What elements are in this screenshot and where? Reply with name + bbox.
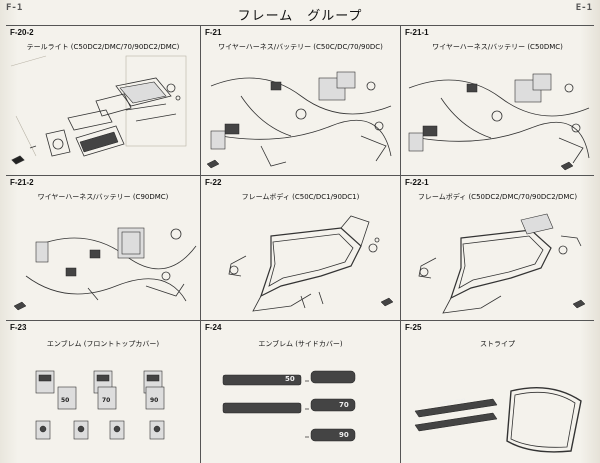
cell-f21: F-21 ワイヤーハーネス/バッテリー (C50C/DC/70/90DC) xyxy=(201,26,400,175)
emblem-drawing xyxy=(35,370,165,440)
emblem-label-50: 50 xyxy=(61,397,70,404)
cell-title: エンブレム (サイドカバー) xyxy=(258,340,343,348)
cell-f22: F-22 フレームボディ (C50C/DC1/90DC1) xyxy=(201,176,400,320)
cell-f21-2: F-21-2 ワイヤーハーネス/バッテリー (C90DMC) xyxy=(6,176,200,320)
side-emblem-label-50: 50 xyxy=(285,375,295,383)
wire-harness-drawing xyxy=(13,227,197,311)
grid-line-row1 xyxy=(6,175,594,176)
cell-code: F-21-2 xyxy=(10,178,34,187)
cell-code: F-22-1 xyxy=(405,178,429,187)
cell-code: F-22 xyxy=(205,178,222,187)
cell-code: F-25 xyxy=(405,323,422,332)
side-emblem-label-70: 70 xyxy=(339,401,349,409)
emblem-label-70: 70 xyxy=(102,397,111,404)
cell-f22-1: F-22-1 フレームボディ (C50DC2/DMC/70/90DC2/DMC) xyxy=(401,176,594,320)
cell-code: F-20-2 xyxy=(10,28,34,37)
cell-f25: F-25 ストライプ SUPER CUB xyxy=(401,321,594,463)
side-emblem-label-90: 90 xyxy=(339,431,349,439)
wire-harness-drawing xyxy=(206,71,392,169)
corner-tag-left: F-1 xyxy=(6,3,23,13)
page-title: フレーム グループ xyxy=(237,9,363,24)
grid-line-row2 xyxy=(6,320,594,321)
cell-title: フレームボディ (C50C/DC1/90DC1) xyxy=(241,193,360,201)
cell-f23: F-23 エンブレム (フロントトップカバー) 50 70 90 xyxy=(6,321,200,463)
emblem-drawing xyxy=(222,370,356,442)
cell-code: F-24 xyxy=(205,323,222,332)
cell-title: フレームボディ (C50DC2/DMC/70/90DC2/DMC) xyxy=(417,193,578,201)
cell-f24: F-24 エンブレム (サイドカバー) 50 70 90 xyxy=(201,321,400,463)
cell-code: F-23 xyxy=(10,323,27,332)
cell-code: F-21-1 xyxy=(405,28,429,37)
cell-title: テールライト (C50DC2/DMC/70/90DC2/DMC) xyxy=(26,43,180,51)
wire-harness-drawing xyxy=(408,73,590,171)
tail-light-drawing xyxy=(10,55,187,165)
cell-f21-1: F-21-1 ワイヤーハーネス/バッテリー (C50DMC) xyxy=(401,26,594,175)
cell-title: エンブレム (フロントトップカバー) xyxy=(46,340,160,348)
grid-line-col2 xyxy=(400,25,401,463)
corner-tag-right: E-1 xyxy=(575,3,592,13)
frame-body-drawing xyxy=(228,215,394,312)
grid-line-col1 xyxy=(200,25,201,463)
cell-f20-2: F-20-2 テールライト (C50DC2/DMC/70/90DC2/DMC) xyxy=(6,26,200,175)
stripe-drawing xyxy=(414,386,582,453)
cell-title: ワイヤーハーネス/バッテリー (C90DMC) xyxy=(37,193,169,201)
emblem-label-90: 90 xyxy=(150,397,159,404)
frame-body-drawing xyxy=(418,213,586,314)
cell-title: ワイヤーハーネス/バッテリー (C50C/DC/70/90DC) xyxy=(218,43,383,51)
cell-code: F-21 xyxy=(205,28,222,37)
cell-title: ストライプ xyxy=(480,340,515,348)
cell-title: ワイヤーハーネス/バッテリー (C50DMC) xyxy=(432,43,563,51)
grid-line-top xyxy=(6,25,594,26)
